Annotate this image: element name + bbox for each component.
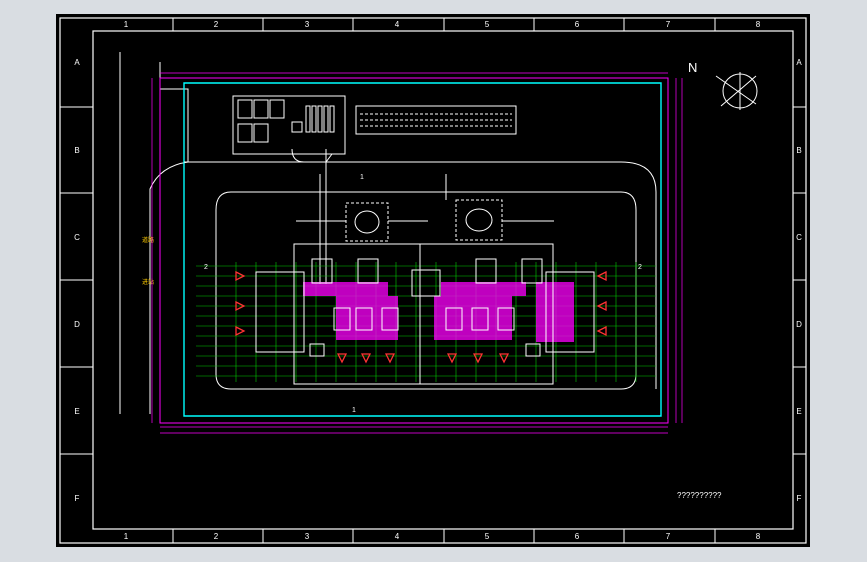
row-labels: A B C D E F A B C D E F	[74, 58, 802, 503]
row-label-left-b: B	[74, 146, 79, 155]
row-label-left-d: D	[74, 320, 80, 329]
drawing-title: ??????????	[677, 491, 722, 500]
equipment-bays	[255, 243, 595, 385]
row-label-right-a: A	[796, 58, 802, 67]
road-lines	[119, 52, 189, 414]
col-label-bottom-4: 4	[395, 532, 400, 541]
row-label-right-d: D	[796, 320, 802, 329]
outer-road	[184, 161, 657, 389]
red-equipment	[235, 270, 607, 364]
trench-pattern	[360, 113, 512, 127]
outer-frame	[59, 17, 807, 544]
control-building	[232, 95, 346, 163]
col-label-bottom-7: 7	[666, 532, 671, 541]
substation-layout-drawing: 1 2 3 4 5 6 7 8 1 2 3 4 5 6 7 8 A B C D …	[59, 17, 807, 544]
substation-fence	[183, 82, 662, 417]
north-label: N	[688, 60, 697, 75]
row-ticks	[60, 106, 806, 455]
row-label-left-f: F	[75, 494, 80, 503]
col-label-top-3: 3	[305, 20, 310, 29]
col-label-bottom-6: 6	[575, 532, 580, 541]
column-ticks	[172, 18, 716, 543]
bus-structures	[303, 282, 574, 342]
cable-trench	[355, 105, 517, 135]
col-label-bottom-5: 5	[485, 532, 490, 541]
road-note-b: 进站	[142, 278, 154, 286]
col-label-top-8: 8	[756, 20, 761, 29]
col-label-bottom-8: 8	[756, 532, 761, 541]
row-label-left-a: A	[74, 58, 80, 67]
col-label-bottom-2: 2	[214, 532, 219, 541]
north-arrow-icon: N	[688, 60, 758, 110]
row-label-right-e: E	[796, 407, 801, 416]
drawing-sheet: 1 2 3 4 5 6 7 8 1 2 3 4 5 6 7 8 A B C D …	[56, 14, 810, 547]
main-transformers	[296, 149, 554, 284]
section-mark-bottom: 1	[352, 407, 356, 414]
col-label-top-7: 7	[666, 20, 671, 29]
row-label-right-f: F	[797, 494, 802, 503]
section-mark-right: 2	[638, 264, 642, 271]
col-label-top-6: 6	[575, 20, 580, 29]
col-label-top-5: 5	[485, 20, 490, 29]
col-label-bottom-3: 3	[305, 532, 310, 541]
inner-road	[215, 191, 637, 390]
row-label-right-c: C	[796, 233, 802, 242]
site-boundary	[159, 77, 669, 424]
row-label-left-e: E	[74, 407, 79, 416]
col-label-top-4: 4	[395, 20, 400, 29]
road-note-a: 道路	[142, 236, 154, 244]
section-mark-left: 2	[204, 264, 208, 271]
col-label-bottom-1: 1	[124, 532, 129, 541]
section-marks: 2 2 1 1	[204, 174, 642, 414]
col-label-top-1: 1	[124, 20, 129, 29]
row-label-right-b: B	[796, 146, 801, 155]
column-labels: 1 2 3 4 5 6 7 8 1 2 3 4 5 6 7 8	[124, 20, 761, 541]
dimension-lines	[151, 72, 683, 434]
row-label-left-c: C	[74, 233, 80, 242]
switchyard-grid	[196, 262, 656, 382]
section-mark-top: 1	[360, 174, 364, 181]
col-label-top-2: 2	[214, 20, 219, 29]
